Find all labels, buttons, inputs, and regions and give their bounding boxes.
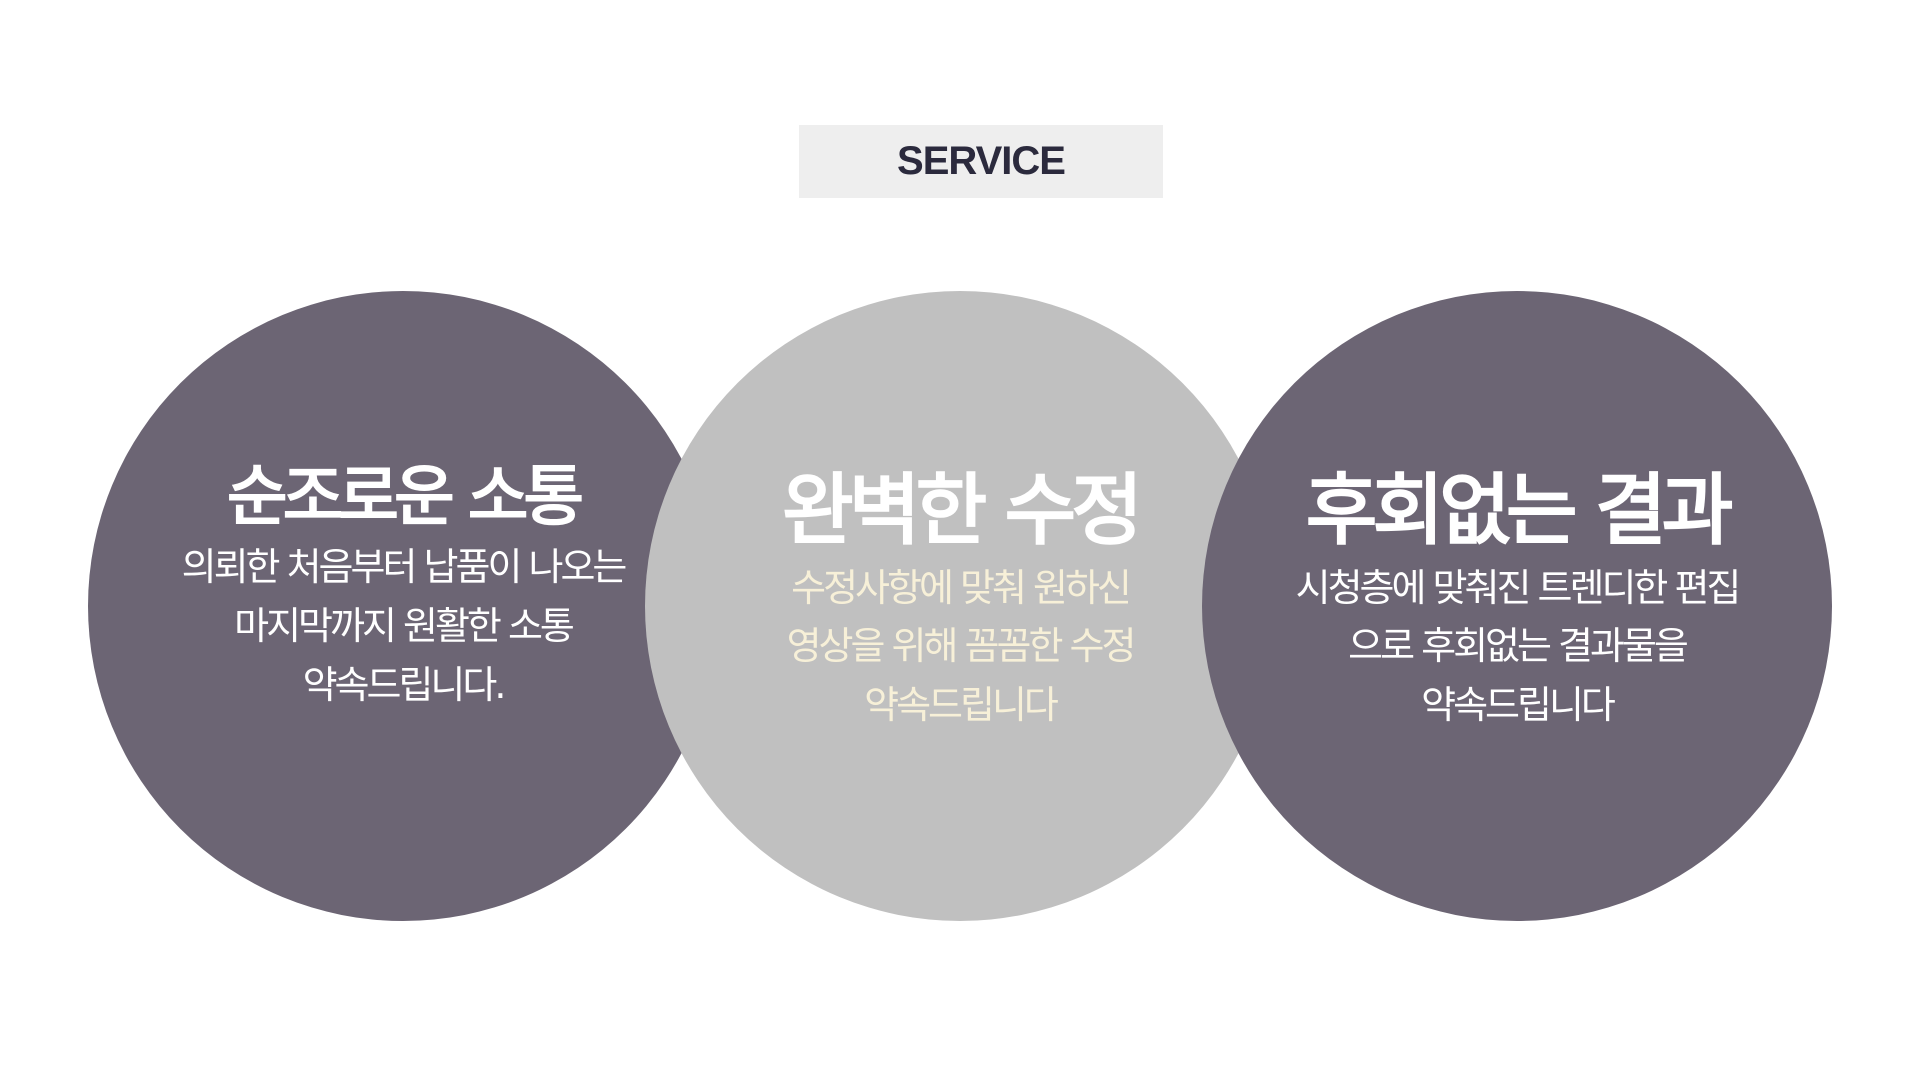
section-label-box: SERVICE bbox=[799, 125, 1163, 198]
service-description: 수정사항에 맞춰 원하신 영상을 위해 꼼꼼한 수정 약속드립니다 bbox=[786, 565, 1137, 728]
service-circle-result: 후회없는 결과 시청층에 맞춰진 트렌디한 편집 으로 후회없는 결과물을 약속… bbox=[1202, 291, 1832, 921]
service-description: 의뢰한 처음부터 납품이 나오는 마지막까지 원활한 소통 약속드립니다. bbox=[181, 544, 628, 707]
service-title: 완벽한 수정 bbox=[782, 465, 1143, 556]
service-title: 순조로운 소통 bbox=[226, 458, 584, 536]
section-label: SERVICE bbox=[897, 139, 1066, 183]
service-description: 시청층에 맞춰진 트렌디한 편집 으로 후회없는 결과물을 약속드립니다 bbox=[1295, 565, 1742, 728]
service-circle-communication: 순조로운 소통 의뢰한 처음부터 납품이 나오는 마지막까지 원활한 소통 약속… bbox=[88, 291, 718, 921]
service-circle-revision: 완벽한 수정 수정사항에 맞춰 원하신 영상을 위해 꼼꼼한 수정 약속드립니다 bbox=[645, 291, 1275, 921]
service-title: 후회없는 결과 bbox=[1305, 465, 1734, 556]
